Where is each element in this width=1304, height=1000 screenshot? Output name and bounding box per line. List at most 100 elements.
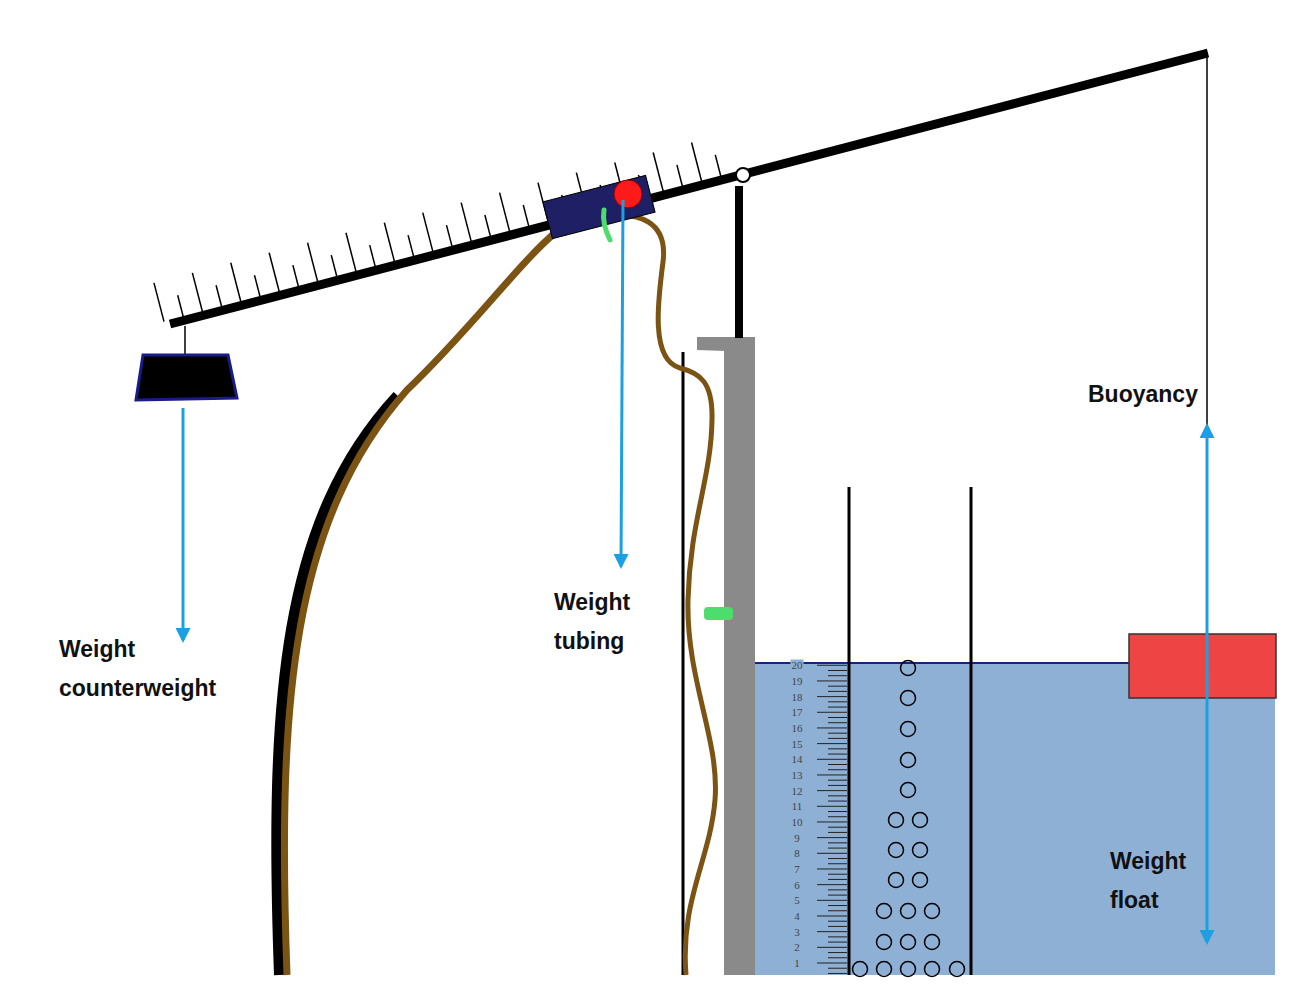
force-arrow	[182, 408, 185, 640]
scale-number: 1	[793, 958, 801, 969]
ruler-tick	[828, 717, 847, 718]
beam-tick	[485, 215, 491, 236]
ruler-tick	[828, 691, 847, 692]
ruler-tick	[817, 743, 847, 744]
ruler-tick	[828, 832, 847, 833]
ruler-tick	[828, 816, 847, 817]
beam-tick	[500, 193, 510, 232]
scale-number: 13	[791, 769, 804, 780]
bubble	[877, 962, 892, 977]
beam-tick	[384, 223, 394, 262]
pivot-post	[735, 186, 743, 338]
bubble	[889, 813, 904, 828]
scale-number: 7	[793, 863, 801, 874]
bubble	[877, 935, 892, 950]
ruler-tick	[817, 680, 847, 681]
beam-tick	[331, 255, 337, 276]
balance-beam	[170, 53, 1208, 324]
scale-number: 8	[793, 848, 801, 859]
bubble	[901, 935, 916, 950]
ruler-tick	[828, 926, 847, 927]
bubble	[950, 962, 965, 977]
ruler-tick	[828, 895, 847, 896]
ruler-tick	[828, 889, 847, 890]
scale-number: 4	[793, 910, 801, 921]
cylinder-wall	[848, 487, 851, 975]
scale-number: 6	[793, 879, 801, 890]
scale-number: 16	[791, 722, 804, 733]
ruler-tick	[828, 952, 847, 953]
counterweight	[136, 355, 237, 400]
scale-number: 17	[791, 707, 804, 718]
ruler-tick	[828, 738, 847, 739]
bubble	[901, 783, 916, 798]
force-label: Weight tubing	[554, 583, 654, 661]
beam-tick	[423, 213, 433, 252]
ruler-tick	[828, 785, 847, 786]
ruler-tick	[817, 821, 847, 822]
water	[755, 663, 1275, 975]
scale-number: 19	[791, 675, 804, 686]
beam-tick	[216, 285, 222, 306]
stand-lip	[697, 337, 755, 352]
ruler-tick	[828, 686, 847, 687]
ruler-tick	[828, 905, 847, 906]
beam-tick	[523, 205, 529, 226]
float	[1129, 634, 1276, 698]
ruler-tick	[817, 931, 847, 932]
scale-number: 14	[791, 754, 804, 765]
ruler-tick	[817, 915, 847, 916]
ruler-tick	[817, 665, 847, 666]
ruler-tick	[817, 712, 847, 713]
bubble	[901, 904, 916, 919]
ruler-tick	[828, 733, 847, 734]
beam-tick	[293, 265, 299, 286]
force-label: Buoyancy	[1088, 375, 1213, 414]
beam-tick	[461, 203, 471, 242]
scale-number: 5	[793, 895, 801, 906]
scale-number: 2	[793, 942, 801, 953]
force-arrow	[1206, 426, 1209, 672]
bubble	[901, 753, 916, 768]
ruler-tick	[817, 884, 847, 885]
bubbles	[853, 661, 965, 977]
bubble	[901, 722, 916, 737]
ruler-tick	[828, 754, 847, 755]
ruler-tick	[817, 790, 847, 791]
ruler-tick	[828, 921, 847, 922]
scale-number: 18	[791, 691, 804, 702]
bubble	[901, 661, 916, 676]
rider-pin	[614, 180, 642, 208]
bubble	[889, 873, 904, 888]
ruler-tick	[817, 868, 847, 869]
beam-tick	[308, 243, 318, 282]
pivot	[736, 168, 750, 182]
bubble	[913, 813, 928, 828]
ruler-tick	[817, 759, 847, 760]
ruler-tick	[828, 701, 847, 702]
bubble	[901, 691, 916, 706]
ruler-tick	[828, 858, 847, 859]
bubble	[901, 962, 916, 977]
ruler-tick	[817, 696, 847, 697]
ruler-tick	[828, 722, 847, 723]
ruler-tick	[828, 842, 847, 843]
tubing	[284, 232, 556, 975]
force-arrow	[621, 200, 623, 566]
beam-tick	[677, 165, 683, 186]
ruler-tick	[828, 968, 847, 969]
beam-tick	[269, 253, 279, 292]
beam-tick	[346, 233, 356, 272]
ruler-tick	[828, 957, 847, 958]
ruler-tick	[828, 707, 847, 708]
beam-tick	[178, 295, 184, 316]
scale-number: 9	[793, 832, 801, 843]
ruler-tick	[817, 963, 847, 964]
ruler-tick	[817, 727, 847, 728]
beam-tick	[692, 142, 702, 181]
ruler-tick	[828, 863, 847, 864]
scale-number: 11	[791, 801, 804, 812]
scale-number: 12	[791, 785, 804, 796]
rod	[682, 352, 685, 975]
